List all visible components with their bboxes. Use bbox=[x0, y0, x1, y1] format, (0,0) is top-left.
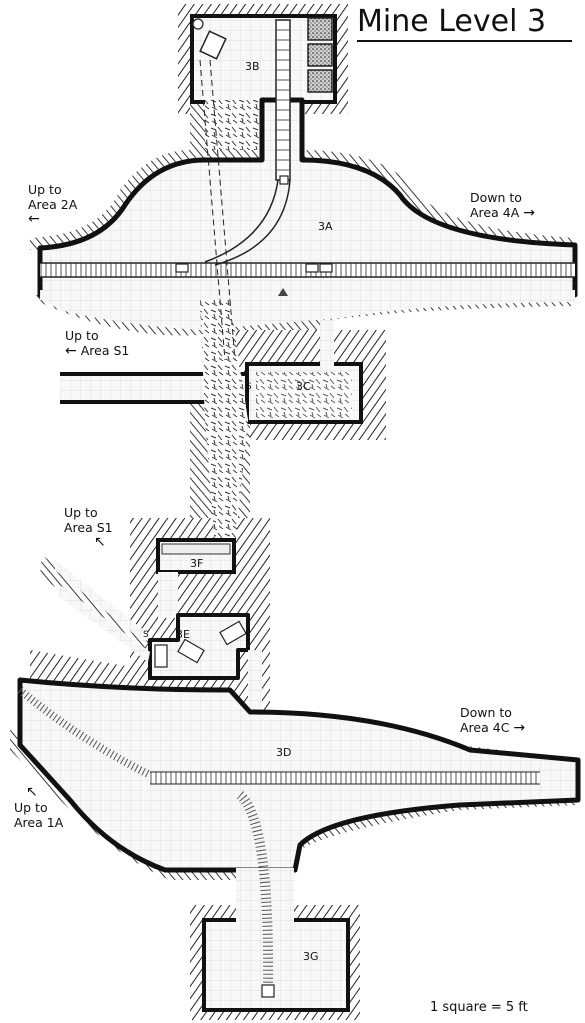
title-underline bbox=[357, 40, 572, 42]
exit-down-4c: Down to Area 4C → bbox=[460, 705, 526, 736]
arrow-right-icon: → bbox=[513, 720, 526, 736]
arrow-left-icon: ← bbox=[28, 211, 40, 227]
secret-door-marker: S bbox=[143, 630, 149, 640]
exit-up-s1-upper: Up to ← Area S1 bbox=[65, 328, 130, 359]
arrow-up-left-icon: ↖ bbox=[94, 534, 106, 550]
room-3g-label: 3G bbox=[303, 950, 319, 963]
room-3a-label: 3A bbox=[318, 220, 333, 233]
arrow-up-left-icon: ↖ bbox=[26, 784, 38, 800]
room-3e-label: 3E bbox=[176, 628, 190, 641]
arrow-left-icon: ← bbox=[65, 343, 77, 359]
room-3d-label: 3D bbox=[276, 746, 292, 759]
map-scale: 1 square = 5 ft bbox=[430, 1000, 528, 1015]
arrow-right-icon: → bbox=[523, 205, 535, 221]
ore-bins bbox=[307, 17, 333, 93]
secret-door-marker: S bbox=[246, 382, 252, 392]
mine-carts bbox=[154, 18, 333, 998]
room-3b-label: 3B bbox=[245, 60, 260, 73]
map-title: Mine Level 3 bbox=[357, 4, 547, 39]
room-3f-label: 3F bbox=[190, 557, 204, 570]
exit-down-4a: Down to Area 4A → bbox=[470, 190, 535, 221]
room-3c-label: 3C bbox=[296, 380, 311, 393]
